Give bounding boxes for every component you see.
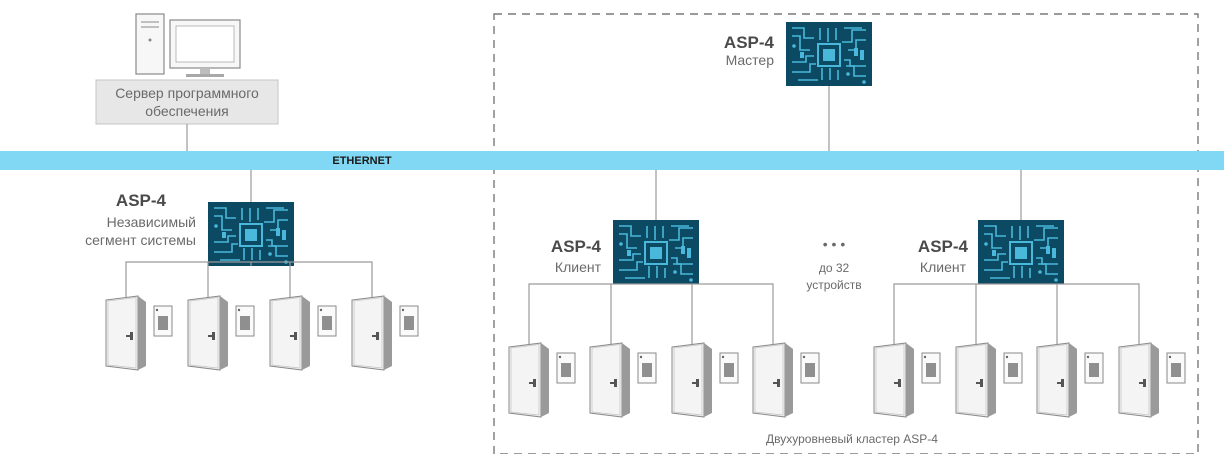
- independent-line2: сегмент системы: [85, 232, 196, 248]
- door-reader-icon: [187, 295, 255, 371]
- independent-controller-icon: [207, 201, 295, 267]
- door-reader-icon: [955, 342, 1023, 418]
- server-label-line2: обеспечения: [145, 103, 229, 119]
- client-right-controller-icon: [977, 219, 1065, 285]
- client-right-subtitle: Клиент: [920, 259, 967, 275]
- door-reader-icon: [351, 295, 419, 371]
- cluster-label: Двухуровневый кластер ASP-4: [766, 432, 938, 446]
- door-reader-icon: [752, 342, 820, 418]
- client-right-title: ASP-4: [918, 237, 969, 256]
- server-label-line1: Сервер программного: [115, 85, 259, 101]
- independent-line1: Независимый: [107, 214, 196, 230]
- door-reader-icon: [1036, 342, 1104, 418]
- client-left-subtitle: Клиент: [555, 259, 602, 275]
- independent-title: ASP-4: [116, 191, 167, 210]
- door-reader-icon: [873, 342, 941, 418]
- master-controller-icon: [785, 21, 873, 87]
- door-reader-icon: [508, 342, 576, 418]
- client-left-title: ASP-4: [551, 237, 602, 256]
- server-icon: [135, 13, 241, 77]
- client-left-controller-icon: [612, 219, 700, 285]
- master-title: ASP-4: [724, 33, 775, 52]
- door-reader-icon: [269, 295, 337, 371]
- door-reader-icon: [1118, 342, 1186, 418]
- door-reader-icon: [105, 295, 173, 371]
- more-line1: до 32: [819, 261, 850, 275]
- cluster-border: [493, 13, 1199, 454]
- ethernet-bus: [0, 151, 1224, 170]
- ethernet-label: ETHERNET: [332, 155, 392, 167]
- master-subtitle: Мастер: [726, 52, 775, 68]
- more-line2: устройств: [806, 278, 861, 292]
- more-dots: • • •: [823, 236, 846, 252]
- door-reader-icon: [589, 342, 657, 418]
- door-reader-icon: [671, 342, 739, 418]
